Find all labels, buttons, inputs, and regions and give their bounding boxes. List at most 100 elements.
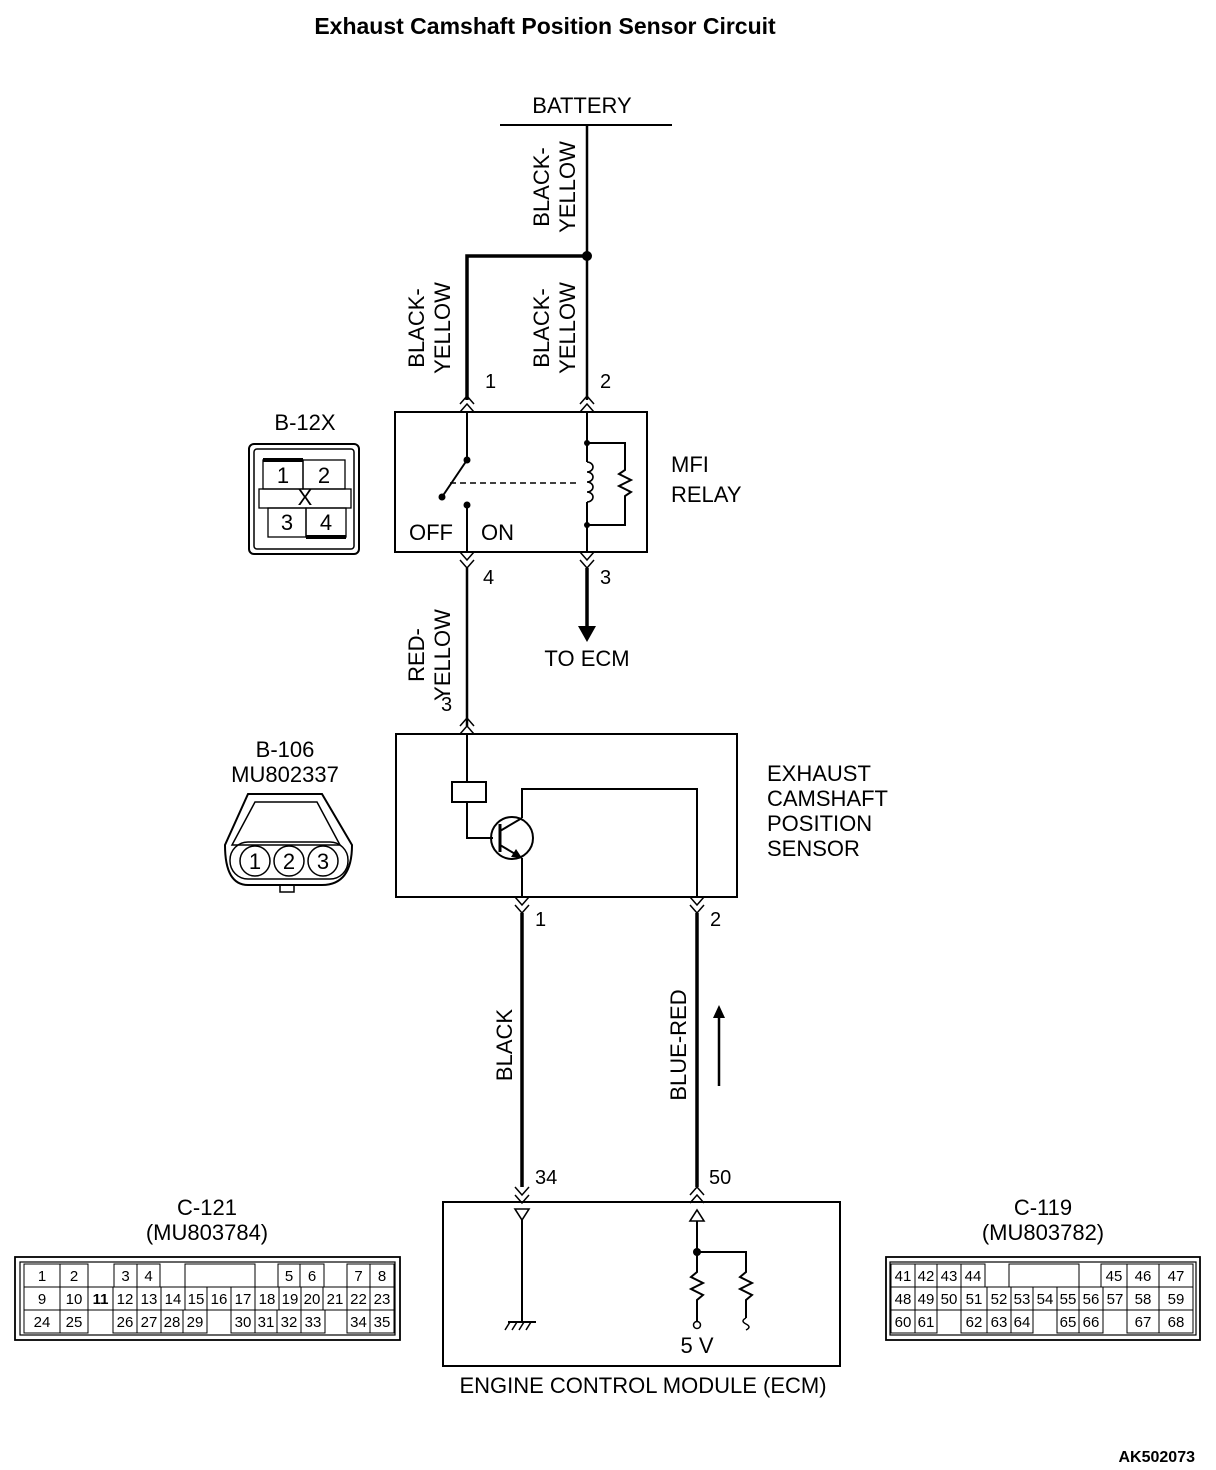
pin-number: 18: [259, 1291, 276, 1308]
pin-number: 41: [895, 1268, 912, 1285]
relay-name-line2: RELAY: [671, 482, 742, 507]
pin-number: 2: [70, 1268, 78, 1285]
battery-label: BATTERY: [532, 93, 632, 118]
relay-name-line1: MFI: [671, 452, 709, 477]
sensor-pin-3-label: 3: [441, 694, 452, 716]
pin-number: 61: [918, 1314, 935, 1331]
b12x-cell-4: 4: [320, 510, 332, 535]
pin-marker-relay-4: [459, 551, 475, 570]
pin-number: 54: [1037, 1291, 1054, 1308]
relay-pin-1-label: 1: [485, 371, 496, 393]
diagram-title: Exhaust Camshaft Position Sensor Circuit: [314, 13, 776, 39]
coil-resistor: [587, 442, 634, 526]
b106-cell-2: 2: [283, 849, 295, 874]
pin-cell: [300, 1309, 326, 1334]
pin-number: 24: [34, 1314, 51, 1331]
pin-number: 43: [941, 1268, 958, 1285]
ecm-pin-50-label: 50: [709, 1167, 731, 1189]
pin-number: 52: [991, 1291, 1008, 1308]
wire-battery-feed: BLACK- YELLOW BLACK- YELLOW: [529, 125, 592, 400]
connector-c121-id: C-121: [177, 1195, 237, 1220]
ecm-pin-34-label: 34: [535, 1167, 557, 1189]
pin-cell: [914, 1309, 938, 1334]
pin-number: 10: [66, 1291, 83, 1308]
pin-number: 13: [141, 1291, 158, 1308]
pin-number: 55: [1060, 1291, 1077, 1308]
pin-number: 34: [350, 1314, 367, 1331]
pin-number: 20: [304, 1291, 321, 1308]
connector-c121-part: (MU803784): [146, 1220, 268, 1245]
pin-number: 21: [327, 1291, 344, 1308]
pin-cell: [1158, 1309, 1194, 1334]
pullup-resistor: [688, 1252, 706, 1322]
pin-number: 15: [188, 1291, 205, 1308]
pin-marker-sensor-2: [689, 896, 705, 915]
input-resistor: [697, 1251, 755, 1318]
connector-b12x: B-12X 1 2 X 3 4: [248, 410, 360, 555]
pin-number: 44: [965, 1268, 982, 1285]
pin-number: 14: [165, 1291, 182, 1308]
pin-number: 63: [991, 1314, 1008, 1331]
relay-pin-2-label: 2: [600, 371, 611, 393]
input-triangle: [513, 1208, 531, 1222]
pin-marker-relay-1: [459, 394, 475, 413]
pin-marker-sensor-1: [514, 896, 530, 915]
pin-number: 32: [281, 1314, 298, 1331]
b12x-cell-3: 3: [281, 510, 293, 535]
pin-cell: [59, 1309, 89, 1334]
sensor-pin-1-label: 1: [535, 909, 546, 931]
sensor-name-line2: CAMSHAFT: [767, 786, 888, 811]
wire-relay-to-sensor: RED- YELLOW 3: [404, 568, 469, 726]
wire-color-blue-red: BLUE-RED: [666, 989, 691, 1100]
relay-switch: [438, 412, 578, 552]
hall-element: [451, 781, 487, 803]
pin-number: 45: [1106, 1268, 1123, 1285]
pin-number: 33: [305, 1314, 322, 1331]
sensor-name-line3: POSITION: [767, 811, 872, 836]
b12x-cell-2: 2: [318, 463, 330, 488]
pin-number: 3: [121, 1268, 129, 1285]
pin-number: 56: [1083, 1291, 1100, 1308]
pin-number: 19: [282, 1291, 299, 1308]
pin-marker-ecm-34: [514, 1186, 530, 1205]
pin-number: 4: [144, 1268, 152, 1285]
b106-cell-3: 3: [317, 849, 329, 874]
switch-off-label: OFF: [409, 520, 453, 545]
pin-number: 60: [895, 1314, 912, 1331]
wire-color-battery-line1: BLACK-: [529, 147, 554, 226]
pin-number: 42: [918, 1268, 935, 1285]
pin-number: 22: [350, 1291, 367, 1308]
battery-bus: BATTERY: [500, 93, 672, 126]
wire-color-red-yellow-line1: RED-: [404, 628, 429, 682]
pin-number: 57: [1107, 1291, 1124, 1308]
pin-number: 49: [918, 1291, 935, 1308]
arrow-up-icon: [713, 1005, 725, 1018]
b106-cell-1: 1: [249, 849, 261, 874]
pin-number: 65: [1060, 1314, 1077, 1331]
pin-cell: [182, 1309, 208, 1334]
ecm: 34 50 5 V ENGINE CONTROL MODULE (ECM): [442, 1167, 841, 1398]
pin-number: 51: [966, 1291, 983, 1308]
pin-number: 9: [38, 1291, 46, 1308]
wire-to-ecm: TO ECM: [544, 568, 630, 671]
connector-b106: B-106 MU802337 1 2 3: [223, 737, 354, 893]
wire-color-black: BLACK: [492, 1009, 517, 1081]
pin-marker-sensor-3: [459, 716, 475, 735]
wire-sensor-signal: BLUE-RED: [666, 913, 725, 1187]
reference-voltage-label: 5 V: [680, 1333, 713, 1358]
wire-color-red-yellow-line2: YELLOW: [430, 609, 455, 701]
connector-c119-id: C-119: [1014, 1195, 1072, 1220]
pin-number: 66: [1083, 1314, 1100, 1331]
pin-number: 50: [941, 1291, 958, 1308]
pin-number: 25: [66, 1314, 83, 1331]
pin-number: 31: [258, 1314, 275, 1331]
pin-number: 6: [308, 1268, 316, 1285]
wire-sensor-ground: BLACK: [492, 913, 524, 1187]
continuation-icon: [742, 1317, 750, 1331]
wire-color-relay-pin2-line2: YELLOW: [555, 282, 580, 374]
